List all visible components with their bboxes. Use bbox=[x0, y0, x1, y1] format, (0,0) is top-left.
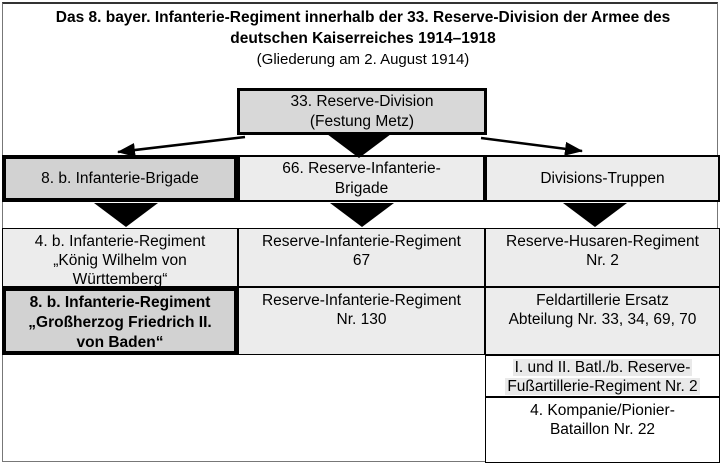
node-label-line: Reserve-Husaren-Regiment bbox=[506, 233, 699, 250]
node-label-line: I. und II. Batl./b. Reserve- bbox=[486, 358, 719, 377]
node-label-line: 4. Kompanie/Pionier- bbox=[530, 402, 675, 419]
node-8b-infanterie-regiment-grossherzog: 8. b. Infanterie-Regiment „Großherzog Fr… bbox=[2, 287, 238, 355]
node-label-line: 67 bbox=[352, 252, 371, 269]
node-reserve-fussartillerie-regiment-2: I. und II. Batl./b. Reserve- Fußartiller… bbox=[485, 355, 720, 397]
node-label-line: von Baden“ bbox=[76, 334, 164, 351]
node-reserve-infanterie-regiment-130: Reserve-Infanterie-Regiment Nr. 130 bbox=[238, 287, 485, 355]
node-8b-infanterie-brigade: 8. b. Infanterie-Brigade bbox=[2, 155, 238, 202]
node-label-line: „König Wilhelm von bbox=[53, 252, 187, 269]
node-label-line: 8. b. Infanterie-Brigade bbox=[41, 169, 199, 187]
node-label-line: Nr. 2 bbox=[586, 252, 619, 269]
node-label-line: Brigade bbox=[334, 179, 389, 197]
chart-title-line-1: Das 8. bayer. Infanterie-Regiment innerh… bbox=[55, 9, 671, 26]
node-4b-infanterie-regiment: 4. b. Infanterie-Regiment „König Wilhelm… bbox=[2, 228, 238, 288]
node-label-line: Württemberg“ bbox=[72, 271, 168, 288]
chart-title-line-2: deutschen Kaiserreiches 1914–1918 bbox=[230, 30, 496, 47]
node-label-line: Nr. 130 bbox=[336, 311, 387, 328]
node-label-line: Reserve-Infanterie-Regiment bbox=[261, 292, 461, 309]
node-feldartillerie-ersatz-abteilung: Feldartillerie Ersatz Abteilung Nr. 33, … bbox=[485, 287, 720, 355]
node-label-line: Divisions-Truppen bbox=[540, 169, 665, 187]
chart-subtitle: (Gliederung am 2. August 1914) bbox=[256, 51, 470, 68]
node-4-kompanie-pionier-bataillon-22: 4. Kompanie/Pionier- Bataillon Nr. 22 bbox=[485, 397, 720, 463]
node-label-line: Abteilung Nr. 33, 34, 69, 70 bbox=[508, 311, 697, 328]
node-label-line: Bataillon Nr. 22 bbox=[549, 421, 656, 438]
node-label-line: 4. b. Infanterie-Regiment bbox=[34, 233, 206, 250]
node-label-line: Feldartillerie Ersatz bbox=[536, 292, 669, 309]
node-label-line: „Großherzog Friedrich II. bbox=[28, 314, 212, 331]
node-divisions-truppen: Divisions-Truppen bbox=[485, 155, 720, 202]
node-label-line: Reserve-Infanterie-Regiment bbox=[261, 233, 461, 250]
node-33-reserve-division: 33. Reserve-Division (Festung Metz) bbox=[237, 88, 487, 135]
node-label-line: Fußartillerie-Regiment Nr. 2 bbox=[486, 377, 719, 396]
node-label-highlight: Fußartillerie-Regiment Nr. 2 bbox=[505, 378, 700, 395]
node-label-line: (Festung Metz) bbox=[309, 112, 415, 130]
node-label-line: 8. b. Infanterie-Regiment bbox=[29, 294, 211, 311]
node-reserve-husaren-regiment-2: Reserve-Husaren-Regiment Nr. 2 bbox=[485, 228, 720, 287]
node-label-line: 66. Reserve-Infanterie- bbox=[282, 159, 441, 177]
node-label-line: 33. Reserve-Division bbox=[290, 92, 434, 110]
node-label-highlight: I. und II. Batl./b. Reserve- bbox=[512, 359, 693, 376]
node-66-reserve-infanterie-brigade: 66. Reserve-Infanterie- Brigade bbox=[238, 155, 485, 202]
node-reserve-infanterie-regiment-67: Reserve-Infanterie-Regiment 67 bbox=[238, 228, 485, 287]
chart-header: Das 8. bayer. Infanterie-Regiment innerh… bbox=[0, 7, 726, 70]
